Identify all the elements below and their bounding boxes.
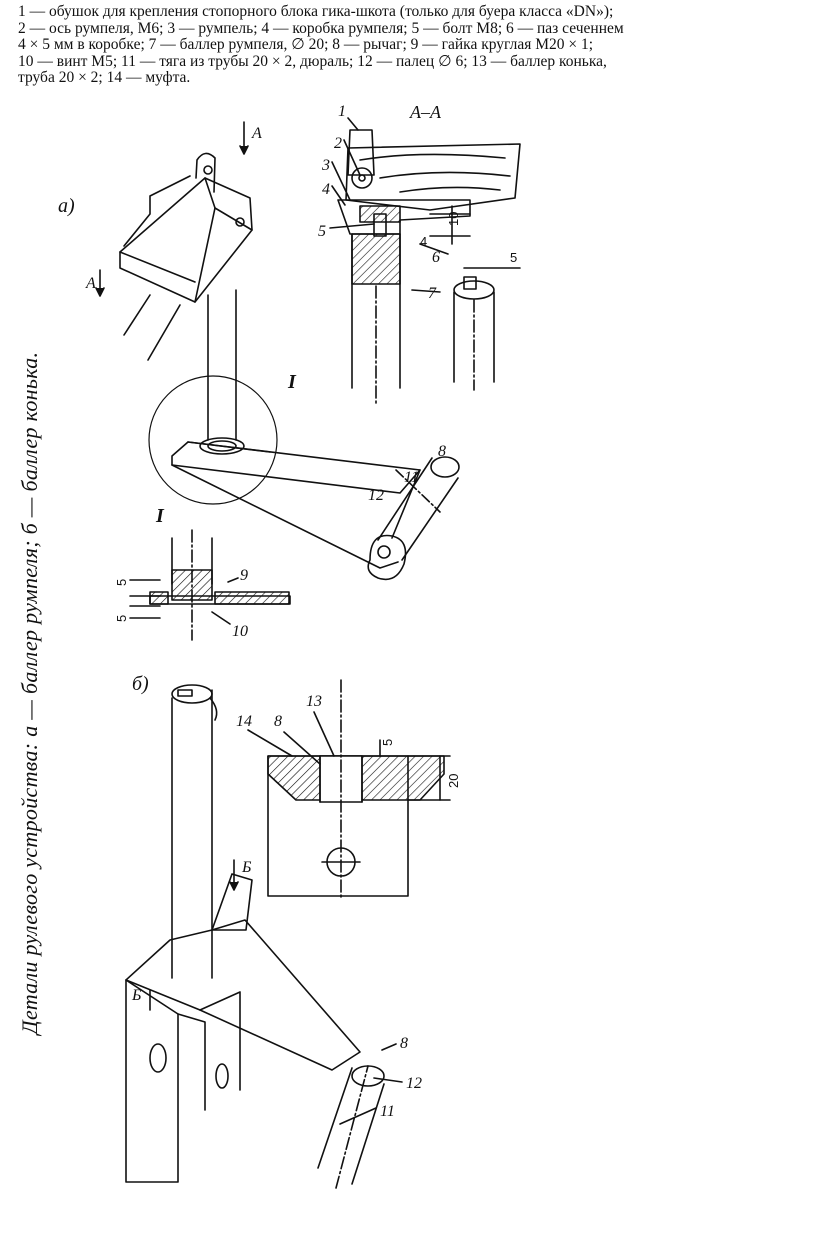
callout-12: 12 <box>406 1075 422 1092</box>
callout-7: 7 <box>428 285 437 302</box>
legend-line: 10 — винт M5; 11 — тяга из трубы 20 × 2,… <box>18 52 607 70</box>
detail-dim-5: 5 <box>114 615 129 622</box>
callout-6: 6 <box>432 249 440 266</box>
section-mark-a: А <box>251 125 262 142</box>
dim-5: 5 <box>380 739 395 746</box>
callout-12: 12 <box>368 487 384 504</box>
callout-2: 2 <box>334 135 342 152</box>
section-a-a-label: А–А <box>409 102 442 122</box>
detail-i-drawing <box>129 529 291 641</box>
section-mark-a: А <box>85 275 96 292</box>
callout-1: 1 <box>338 103 346 120</box>
legend-line: 1 — обушок для крепления стопорного блок… <box>18 3 614 20</box>
legend: 1 — обушок для крепления стопорного блок… <box>18 3 808 87</box>
callout-9: 9 <box>240 567 248 584</box>
callout-3: 3 <box>321 157 330 174</box>
callout-8: 8 <box>400 1035 408 1052</box>
callout-8: 8 <box>274 713 282 730</box>
callout-14: 14 <box>236 713 252 730</box>
callout-11: 11 <box>380 1103 395 1120</box>
callout-10: 10 <box>232 623 248 640</box>
dim-4: 4 <box>420 234 427 249</box>
legend-line: 4 × 5 мм в коробке; 7 — баллер румпеля, … <box>18 36 594 53</box>
skate-post-drawing <box>125 679 451 1189</box>
dim-20: 20 <box>446 774 461 788</box>
detail-mark: I <box>155 505 165 527</box>
dim-5: 5 <box>510 250 517 265</box>
section-mark-b: Б <box>131 987 142 1004</box>
callout-5: 5 <box>318 223 326 240</box>
figure-a-label: а) <box>58 195 75 217</box>
legend-line: труба 20 × 2; 14 — муфта. <box>18 69 191 86</box>
section-mark-b: Б <box>241 859 252 876</box>
callout-8: 8 <box>438 443 446 460</box>
callout-4: 4 <box>322 181 330 198</box>
tiller-post-drawing <box>119 152 460 581</box>
section-a-a-drawing <box>329 117 521 406</box>
callout-13: 13 <box>306 693 322 710</box>
detail-mark: I <box>287 371 297 393</box>
figure-b-label: б) <box>132 673 149 695</box>
technical-drawing: а) А–А А А I I 1 2 3 4 5 6 7 8 11 12 10 … <box>58 102 521 1189</box>
detail-dim-5: 5 <box>114 579 129 586</box>
dim-10: 10 <box>446 212 461 226</box>
callout-11: 11 <box>404 469 419 486</box>
legend-line: 2 — ось румпеля, M6; 3 — румпель; 4 — ко… <box>18 19 624 37</box>
